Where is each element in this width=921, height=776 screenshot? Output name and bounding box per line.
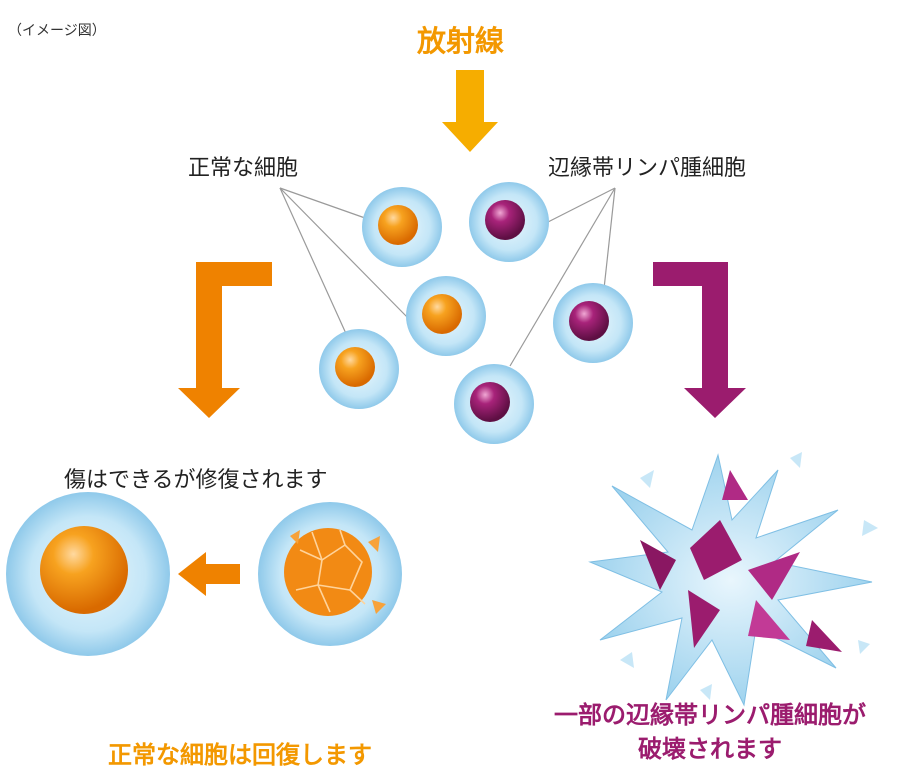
lymphoma-path-arrow: [653, 262, 746, 418]
lymphoma-cell-label: 辺縁帯リンパ腫細胞: [548, 156, 747, 181]
lymphoma-result-line1: 一部の辺縁帯リンパ腫細胞が: [554, 701, 866, 729]
image-note: （イメージ図）: [8, 23, 106, 39]
lymphoma-result-text: 一部の辺縁帯リンパ腫細胞が 破壊されます: [510, 698, 910, 766]
normal-cell: [406, 276, 486, 356]
lymphoma-cell: [469, 182, 549, 262]
destroyed-cell-burst: [588, 452, 878, 707]
lymphoma-cell: [454, 364, 534, 444]
radiation-arrow: [442, 70, 498, 152]
normal-path-arrow: [178, 262, 272, 418]
recovered-cell: [6, 492, 170, 656]
lymphoma-result-line2: 破壊されます: [638, 735, 782, 763]
normal-result-text: 正常な細胞は回復します: [108, 741, 372, 769]
repair-arrow: [178, 552, 240, 596]
damaged-cell: [258, 502, 402, 646]
leader-lines: [279, 187, 616, 367]
normal-cell: [362, 187, 442, 267]
radiation-title: 放射線: [416, 24, 504, 58]
normal-cell-label: 正常な細胞: [188, 156, 299, 181]
normal-cell: [319, 329, 399, 409]
lymphoma-cell: [553, 283, 633, 363]
repair-label: 傷はできるが修復されます: [64, 468, 328, 493]
